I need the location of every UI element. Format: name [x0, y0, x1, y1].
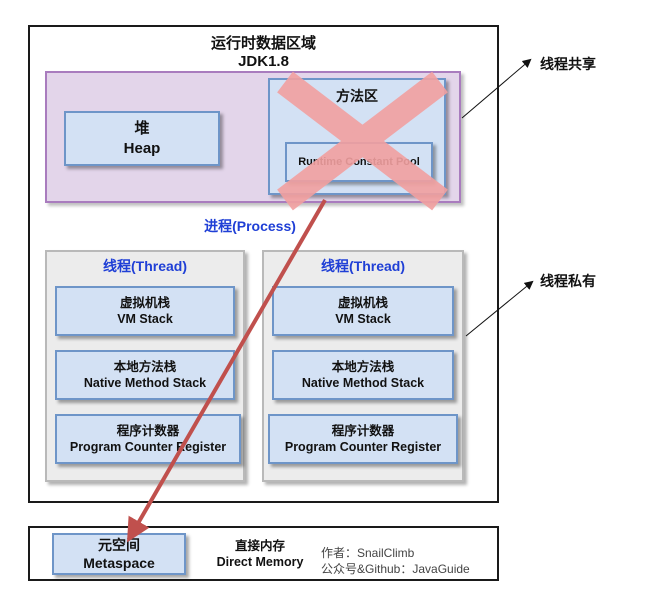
vm-stack-en: VM Stack [335, 312, 391, 326]
watermark-author: 作者：SnailClimb [321, 546, 415, 560]
direct-memory-en: Direct Memory [216, 555, 304, 569]
watermark-account: 公众号&Github：JavaGuide [321, 562, 470, 576]
migration-arrow [126, 198, 327, 543]
program-counter-cn: 程序计数器 [331, 424, 395, 438]
private-annotation-arrow [465, 280, 534, 337]
program-counter-cn: 程序计数器 [116, 424, 180, 438]
program-counter-box: 程序计数器 Program Counter Register [268, 414, 458, 464]
process-label: 进程(Process) [204, 218, 296, 234]
vm-stack-en: VM Stack [117, 312, 173, 326]
vm-stack-cn: 虚拟机栈 [337, 296, 388, 310]
heap-label-cn: 堆 [134, 119, 150, 137]
native-method-stack-en: Native Method Stack [83, 376, 207, 390]
thread-1-label: 线程(Thread) [103, 258, 187, 274]
program-counter-en: Program Counter Register [69, 440, 227, 454]
thread-2-label: 线程(Thread) [321, 258, 405, 274]
shared-annotation-arrow [461, 58, 532, 119]
metaspace-en: Metaspace [83, 555, 155, 571]
runtime-title: 运行时数据区域 JDK1.8 [28, 32, 499, 70]
removed-cross-mark [277, 71, 448, 211]
heap-box: 堆 Heap [64, 111, 220, 166]
native-method-stack-box: 本地方法栈 Native Method Stack [272, 350, 454, 400]
native-method-stack-box: 本地方法栈 Native Method Stack [55, 350, 235, 400]
vm-stack-cn: 虚拟机栈 [119, 296, 170, 310]
metaspace-box: 元空间 Metaspace [52, 533, 186, 575]
direct-memory-label: 直接内存 Direct Memory [205, 538, 315, 570]
heap-label-en: Heap [123, 139, 161, 157]
method-area-label: 方法区 [336, 88, 378, 104]
native-method-stack-cn: 本地方法栈 [331, 360, 395, 374]
runtime-title-cn: 运行时数据区域 [210, 35, 316, 52]
vm-stack-box: 虚拟机栈 VM Stack [272, 286, 454, 336]
watermark: 作者：SnailClimb 公众号&Github：JavaGuide [321, 545, 470, 577]
native-method-stack-en: Native Method Stack [301, 376, 425, 390]
vm-stack-box: 虚拟机栈 VM Stack [55, 286, 235, 336]
direct-memory-cn: 直接内存 [234, 539, 285, 553]
native-method-stack-cn: 本地方法栈 [113, 360, 177, 374]
thread-private-label: 线程私有 [540, 273, 596, 289]
program-counter-en: Program Counter Register [284, 440, 442, 454]
program-counter-box: 程序计数器 Program Counter Register [55, 414, 241, 464]
runtime-title-version: JDK1.8 [238, 53, 289, 70]
thread-shared-label: 线程共享 [540, 56, 596, 72]
